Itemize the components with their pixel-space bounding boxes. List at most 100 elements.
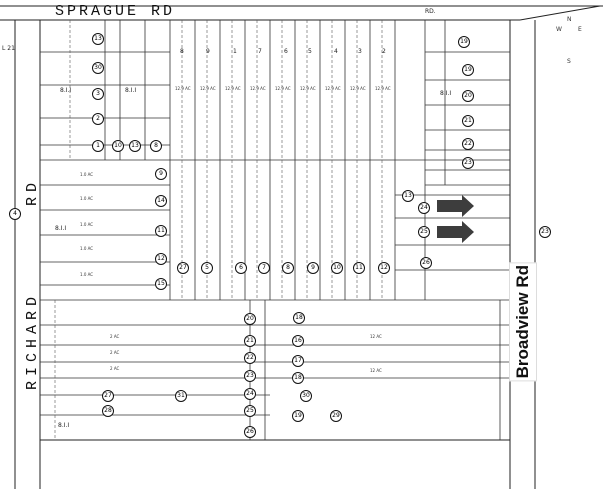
lot-label: 8.I.I — [60, 87, 72, 94]
lot-number: 3 — [358, 48, 362, 55]
road-label-sprague-short: RD. — [425, 8, 436, 15]
parcel-number: 8 — [150, 140, 162, 152]
parcel-number: 12 — [378, 262, 390, 274]
parcel-number: 26 — [244, 426, 256, 438]
svg-text:1.0 AC: 1.0 AC — [80, 272, 93, 277]
road-label-richard: RICHARD — [24, 292, 41, 391]
parcel-number: 5 — [201, 262, 213, 274]
parcel-number: 25 — [418, 226, 430, 238]
arrows — [437, 195, 474, 243]
lot-number: 2 — [382, 48, 386, 55]
parcel-lines — [40, 20, 510, 440]
district-badge-east: 23 — [539, 226, 551, 238]
lot-label: 8.I.I — [58, 422, 70, 429]
lot-number: 9 — [206, 48, 210, 55]
svg-text:12.9 AC: 12.9 AC — [325, 86, 341, 91]
parcel-number: 31 — [175, 390, 187, 402]
svg-text:2 AC: 2 AC — [110, 334, 119, 339]
lot-number: 6 — [284, 48, 288, 55]
parcel-number: 30 — [92, 62, 104, 74]
parcel-number: 13 — [92, 33, 104, 45]
parcel-number: 7 — [258, 262, 270, 274]
parcel-number: 22 — [462, 138, 474, 150]
parcel-number: 13 — [402, 190, 414, 202]
parcel-number: 1 — [92, 140, 104, 152]
svg-text:12.9 AC: 12.9 AC — [175, 86, 191, 91]
parcel-number: 18 — [293, 312, 305, 324]
svg-text:12.9 AC: 12.9 AC — [200, 86, 216, 91]
road-label-broadview: Broadview Rd — [509, 262, 537, 382]
svg-text:12.9 AC: 12.9 AC — [350, 86, 366, 91]
svg-text:1.0 AC: 1.0 AC — [80, 172, 93, 177]
district-badge-west: 4 — [9, 208, 21, 220]
parcel-number: 13 — [129, 140, 141, 152]
parcel-number: 19 — [458, 36, 470, 48]
lot-number: 5 — [308, 48, 312, 55]
parcel-number: 12 — [155, 253, 167, 265]
road-label-rd: RD — [24, 178, 41, 207]
parcel-number: 17 — [292, 355, 304, 367]
parcel-number: 20 — [244, 313, 256, 325]
parcel-number: 19 — [292, 410, 304, 422]
parcel-number: 22 — [244, 352, 256, 364]
lot-label: 8.I.I — [440, 90, 452, 97]
parcel-number: 21 — [462, 115, 474, 127]
parcel-number: 9 — [307, 262, 319, 274]
svg-text:1.0 AC: 1.0 AC — [80, 196, 93, 201]
parcel-number: 6 — [235, 262, 247, 274]
compass-e: E — [578, 26, 582, 33]
compass-s: S — [567, 58, 571, 65]
svg-text:1.0 AC: 1.0 AC — [80, 246, 93, 251]
parcel-number: 27 — [102, 390, 114, 402]
parcel-number: 2 — [92, 113, 104, 125]
svg-text:2 AC: 2 AC — [110, 350, 119, 355]
arrow-lower — [437, 221, 474, 243]
parcel-number: 14 — [155, 195, 167, 207]
svg-text:2 AC: 2 AC — [110, 366, 119, 371]
parcel-number: 21 — [244, 335, 256, 347]
tiny-annotations: 12.9 AC 12.9 AC 12.9 AC 12.9 AC 12.9 AC 12.… — [80, 86, 391, 373]
lot-number: 8 — [180, 48, 184, 55]
compass-n: N — [567, 16, 572, 23]
parcel-number: 28 — [102, 405, 114, 417]
road-outlines — [0, 5, 603, 489]
sub-lot-lines — [54, 20, 383, 440]
parcel-number: 30 — [300, 390, 312, 402]
parcel-number: 25 — [244, 405, 256, 417]
svg-text:12.9 AC: 12.9 AC — [225, 86, 241, 91]
parcel-number: 10 — [112, 140, 124, 152]
svg-text:12.9 AC: 12.9 AC — [275, 86, 291, 91]
arrow-upper — [437, 195, 474, 217]
parcel-number: 23 — [244, 370, 256, 382]
lot-label: 8.I.I — [55, 225, 67, 232]
parcel-number: 11 — [155, 225, 167, 237]
lot-number: 7 — [258, 48, 262, 55]
svg-text:1.0 AC: 1.0 AC — [80, 222, 93, 227]
svg-text:12.9 AC: 12.9 AC — [250, 86, 266, 91]
parcel-number: 23 — [462, 157, 474, 169]
parcel-number: 10 — [331, 262, 343, 274]
lot-label: 8.I.I — [125, 87, 137, 94]
parcel-number: 16 — [292, 335, 304, 347]
parcel-number: 3 — [92, 88, 104, 100]
parcel-number: 8 — [282, 262, 294, 274]
svg-text:12 AC: 12 AC — [370, 334, 382, 339]
parcel-number: 29 — [330, 410, 342, 422]
parcel-number: 24 — [418, 202, 430, 214]
parcel-number: 27 — [177, 262, 189, 274]
parcel-number: 11 — [353, 262, 365, 274]
parcel-number: 24 — [244, 388, 256, 400]
svg-text:12.9 AC: 12.9 AC — [300, 86, 316, 91]
lot-number: 1 — [233, 48, 237, 55]
margin-note: L 21 — [2, 45, 15, 52]
road-label-sprague: SPRAGUE RD — [55, 3, 176, 20]
compass-w: W — [556, 26, 562, 33]
parcel-number: 26 — [420, 257, 432, 269]
parcel-number: 9 — [155, 168, 167, 180]
parcel-number: 18 — [292, 372, 304, 384]
svg-text:12 AC: 12 AC — [370, 368, 382, 373]
parcel-number: 20 — [462, 90, 474, 102]
parcel-number: 15 — [155, 278, 167, 290]
svg-text:12.9 AC: 12.9 AC — [375, 86, 391, 91]
